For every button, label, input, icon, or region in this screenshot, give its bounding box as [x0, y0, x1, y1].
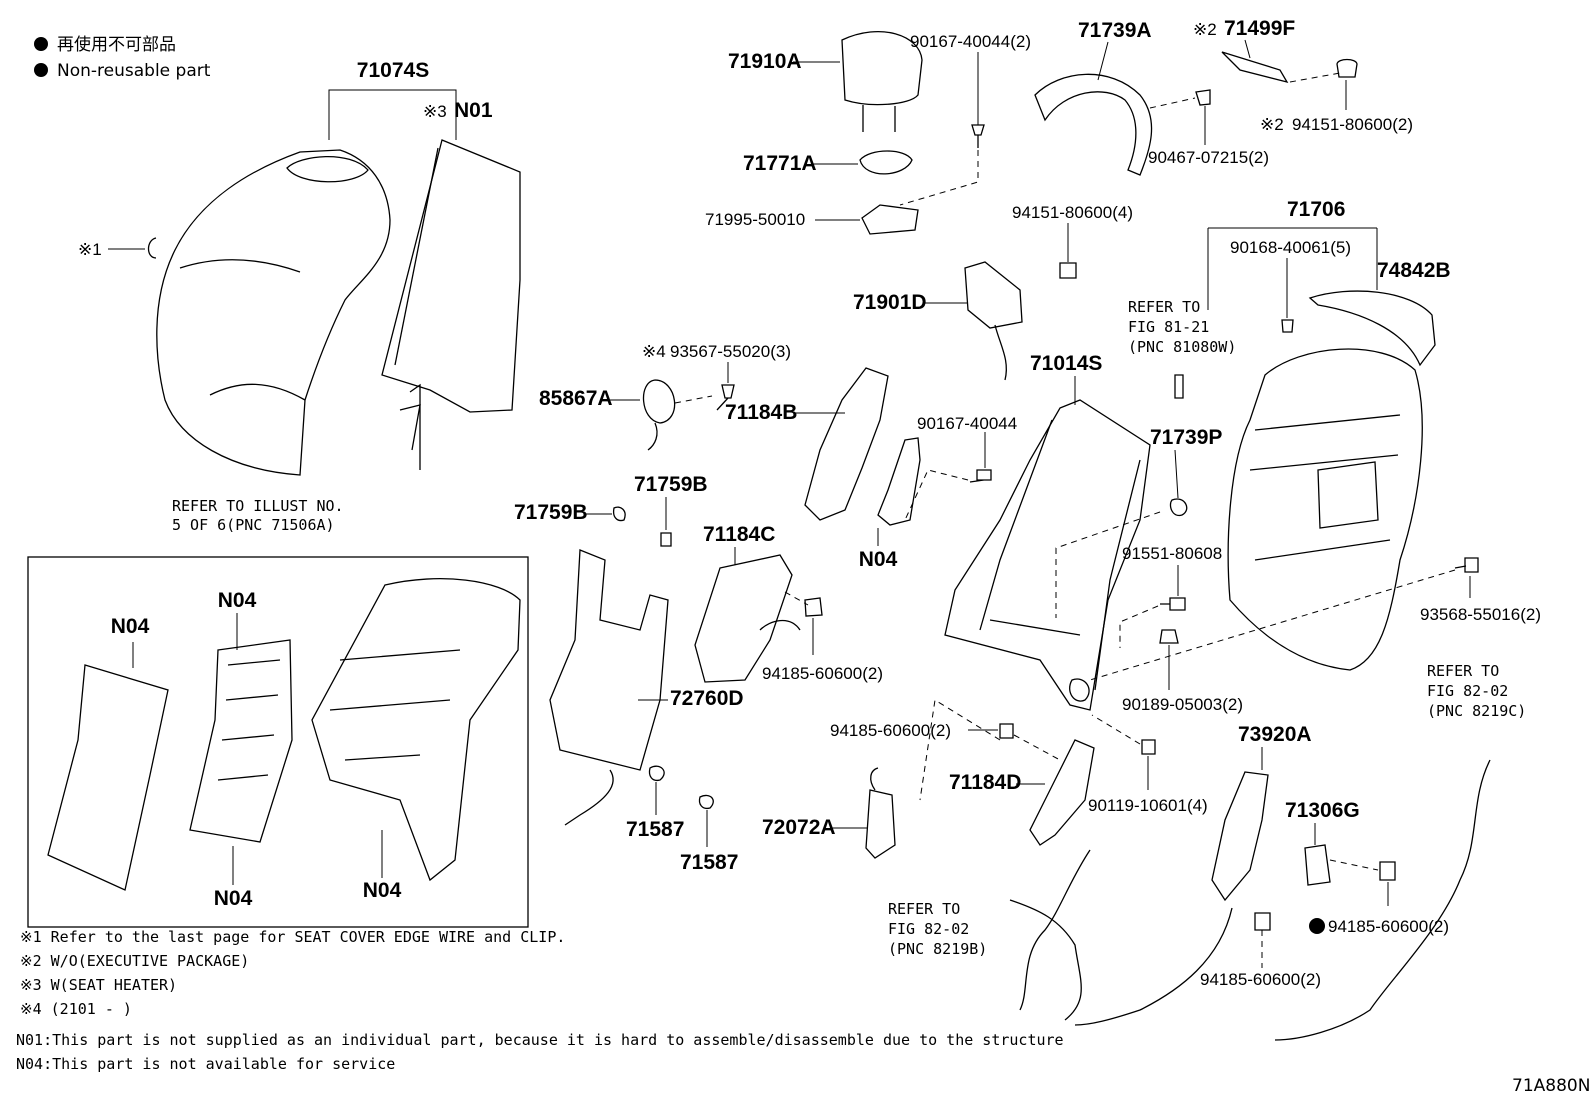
label-N04-b: N04 — [218, 589, 257, 612]
label-94185-c: 94185-60600(2) — [1328, 917, 1449, 936]
label-90119: 90119-10601(4) — [1088, 796, 1208, 815]
label-90167-40044-2: 90167-40044(2) — [910, 32, 1031, 51]
back-board-garnish-drawing — [1308, 290, 1436, 367]
refer-81-line2: FIG 81-21 — [1128, 318, 1209, 336]
footnote-N01: N01:This part is not supplied as an indi… — [16, 1031, 1064, 1049]
non-reusable-bullet-icon — [34, 37, 48, 51]
label-94185-a: 94185-60600(2) — [762, 664, 883, 683]
label-93567: 93567-55020(3) — [670, 342, 791, 361]
label-94185-b: 94185-60600(2) — [830, 721, 951, 740]
label-71771A: 71771A — [743, 152, 817, 175]
seatback-trim-drawing — [1034, 73, 1153, 176]
legend-jp: 再使用不可部品 — [57, 34, 176, 55]
footnote-2: ※2 W/O(EXECUTIVE PACKAGE) — [20, 952, 249, 970]
refer-82b-line2: FIG 82-02 — [888, 920, 969, 938]
footnote-N04: N04:This part is not available for servi… — [16, 1055, 395, 1073]
footnote-3: ※3 W(SEAT HEATER) — [20, 976, 177, 994]
label-N04-d: N04 — [363, 879, 402, 902]
label-71910A: 71910A — [728, 50, 802, 73]
label-85867A: 85867A — [539, 387, 613, 410]
seatback-board-drawing — [1227, 348, 1423, 671]
label-93568: 93568-55016(2) — [1420, 605, 1541, 624]
footnote-1: ※1 Refer to the last page for SEAT COVER… — [20, 928, 565, 946]
shield-73920A-drawing — [1211, 771, 1269, 902]
refer-box-line1: REFER TO ILLUST NO. — [172, 497, 344, 515]
bracket-71499F-drawing — [1221, 51, 1289, 84]
label-N01: N01 — [454, 99, 493, 122]
ecu-72072A-drawing — [865, 789, 896, 859]
label-94151-80600-4: 94151-80600(4) — [1012, 203, 1133, 222]
label-71706: 71706 — [1287, 198, 1345, 221]
label-73920A: 73920A — [1238, 723, 1312, 746]
refer-82c-line2: FIG 82-02 — [1427, 682, 1508, 700]
side-pad-71184D-drawing — [1029, 739, 1095, 846]
label-N04-a: N04 — [111, 615, 150, 638]
side-airbag-71184C-drawing — [694, 554, 793, 683]
label-71074S: 71074S — [357, 59, 429, 82]
refer-82b-line3: (PNC 8219B) — [888, 940, 987, 958]
label-71995-50010: 71995-50010 — [705, 210, 805, 229]
headrest-support-drawing — [859, 150, 913, 175]
wire-harness-drawing — [1019, 849, 1091, 1011]
label-71306G: 71306G — [1285, 799, 1360, 822]
sub-illustration-parts — [47, 578, 521, 891]
label-71587-b: 71587 — [680, 851, 738, 874]
label-71014S: 71014S — [1030, 352, 1102, 375]
label-71184C: 71184C — [703, 523, 775, 546]
refer-81-line1: REFER TO — [1128, 298, 1200, 316]
bracket-71306G-drawing — [1304, 844, 1331, 886]
label-N04-e: N04 — [859, 548, 898, 571]
refer-81-line3: (PNC 81080W) — [1128, 338, 1236, 356]
label-90167-40044: 90167-40044 — [917, 414, 1017, 433]
lumbar-actuator-drawing — [964, 261, 1023, 329]
label-71499F: 71499F — [1224, 17, 1295, 40]
footnote-marker: ※1 — [78, 240, 102, 259]
headrest-guide-drawing — [861, 204, 919, 235]
label-N04-c: N04 — [214, 887, 253, 910]
illustration-code: 71A880N — [1512, 1076, 1590, 1096]
seatback-cover-drawing — [156, 149, 391, 476]
footnote-4: ※4 (2101 - ) — [20, 1000, 132, 1018]
sub-illustration-frame — [27, 556, 529, 928]
headrest-drawing — [841, 31, 923, 106]
label-71739P: 71739P — [1150, 426, 1222, 449]
label-72760D: 72760D — [670, 687, 744, 710]
label-94185-d: 94185-60600(2) — [1200, 970, 1321, 989]
bracket-72760D-drawing — [549, 549, 669, 771]
label-71759B-a: 71759B — [514, 501, 588, 524]
legend-en: Non-reusable part — [57, 61, 211, 81]
label-71184B: 71184B — [725, 401, 797, 424]
refer-82b-line1: REFER TO — [888, 900, 960, 918]
side-pad-71184B-drawing — [804, 367, 889, 521]
label-74842B: 74842B — [1377, 259, 1451, 282]
seat-heater-drawing — [381, 139, 521, 470]
label-72072A: 72072A — [762, 816, 836, 839]
label-93567-mark: ※4 — [642, 342, 666, 361]
label-90168: 90168-40061(5) — [1230, 238, 1351, 257]
label-94151-80600-2: 94151-80600(2) — [1292, 115, 1413, 134]
refer-box-line2: 5 OF 6(PNC 71506A) — [172, 516, 335, 534]
label-94151-80600-2-mark: ※2 — [1260, 115, 1284, 134]
label-71901D: 71901D — [853, 291, 927, 314]
label-71739A: 71739A — [1078, 19, 1152, 42]
label-N01-mark: ※3 — [423, 102, 447, 121]
label-71587-a: 71587 — [626, 818, 684, 841]
side-bracket-N04-drawing — [877, 437, 921, 526]
refer-82c-line3: (PNC 8219C) — [1427, 702, 1526, 720]
refer-82c-line1: REFER TO — [1427, 662, 1499, 680]
seatback-frame-drawing — [944, 399, 1151, 711]
label-71759B-b: 71759B — [634, 473, 708, 496]
label-90467: 90467-07215(2) — [1148, 148, 1269, 167]
label-71184D: 71184D — [949, 771, 1021, 794]
non-reusable-bullet-icon — [1309, 918, 1325, 934]
label-90189: 90189-05003(2) — [1122, 695, 1243, 714]
speaker-drawing — [642, 379, 676, 424]
label-71499F-mark: ※2 — [1193, 20, 1217, 39]
non-reusable-bullet-icon — [34, 63, 48, 77]
label-91551: 91551-80608 — [1122, 544, 1222, 563]
